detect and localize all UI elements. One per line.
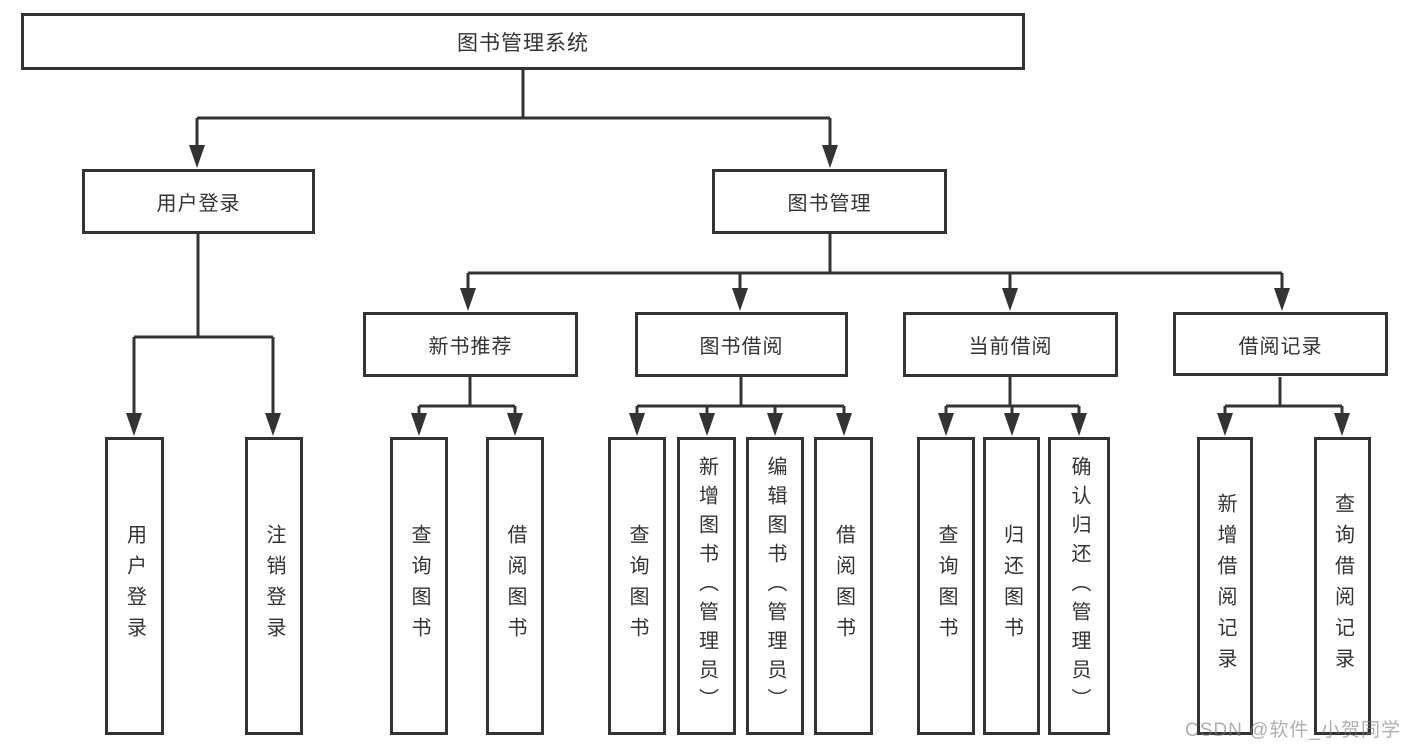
leaf-node-user-login: 用户登录 <box>105 437 164 735</box>
leaf-node-br-query-record: 查询借阅记录 <box>1314 437 1371 735</box>
root-node-library-system: 图书管理系统 <box>21 13 1025 70</box>
leaf-node-logout: 注销登录 <box>245 437 303 735</box>
leaf-node-bb-borrow-book: 借阅图书 <box>814 437 873 735</box>
leaf-node-bb-query-book: 查询图书 <box>608 437 666 735</box>
branch-node-current-borrow: 当前借阅 <box>903 312 1118 377</box>
leaf-node-cb-query-book: 查询图书 <box>917 437 975 735</box>
branch-node-new-book-recommend: 新书推荐 <box>363 312 578 377</box>
leaf-node-br-add-record: 新增借阅记录 <box>1197 437 1253 735</box>
leaf-node-cb-confirm-return-admin: 确认归还（管理员） <box>1048 437 1110 735</box>
arrowhead-icons <box>126 145 1350 436</box>
branch-node-book-management: 图书管理 <box>712 169 947 234</box>
leaf-node-cb-return-book: 归还图书 <box>983 437 1040 735</box>
branch-node-borrow-records: 借阅记录 <box>1173 312 1388 376</box>
leaf-node-rec-query-book: 查询图书 <box>390 437 448 735</box>
leaf-node-bb-edit-book-admin: 编辑图书（管理员） <box>746 437 804 735</box>
leaf-node-rec-borrow-book: 借阅图书 <box>486 437 544 735</box>
branch-node-user-login: 用户登录 <box>82 169 315 234</box>
branch-node-book-borrow: 图书借阅 <box>635 312 848 377</box>
leaf-node-bb-add-book-admin: 新增图书（管理员） <box>677 437 736 735</box>
